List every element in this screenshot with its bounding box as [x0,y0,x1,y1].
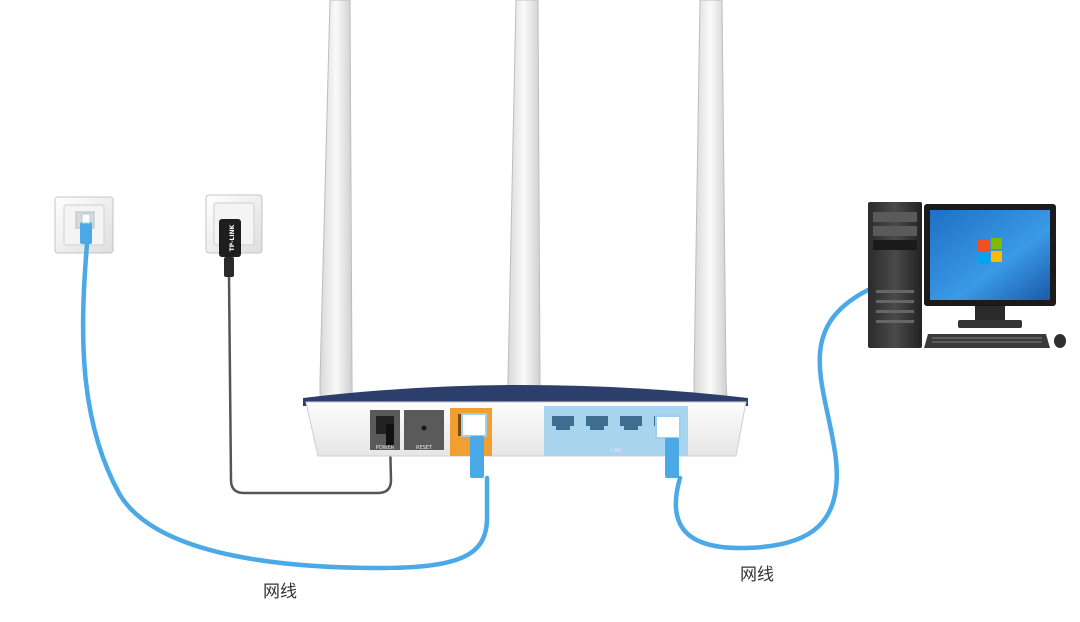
router-icon: POWER RESET LAN [303,0,748,478]
wall-jack-icon [54,196,114,254]
ethernet-cable-lan [673,287,871,551]
cable-label-left: 网线 [263,582,297,602]
computer-tower [868,202,922,348]
cable-label-right: 网线 [740,565,774,585]
svg-text:LAN: LAN [611,448,621,454]
svg-text:RESET: RESET [416,445,433,451]
computer-icon [868,202,1066,348]
windows-logo-icon [978,238,1002,264]
wan-plug-icon [461,413,487,478]
router-antenna-left [319,0,353,453]
lan-plug-icon [655,415,681,478]
computer-keyboard [924,334,1050,348]
router-antenna-center [507,0,541,453]
svg-text:POWER: POWER [376,445,395,451]
power-cord [227,276,393,495]
ethernet-cable-wan [80,241,490,571]
router-antenna-right [693,0,728,453]
power-adapter-icon: TP-LINK [219,219,241,277]
router-reset-button: RESET [404,410,444,451]
computer-monitor [924,204,1056,328]
adapter-brand-label: TP-LINK [229,224,236,251]
computer-mouse [1054,334,1066,348]
router-power-port: POWER [370,410,400,451]
